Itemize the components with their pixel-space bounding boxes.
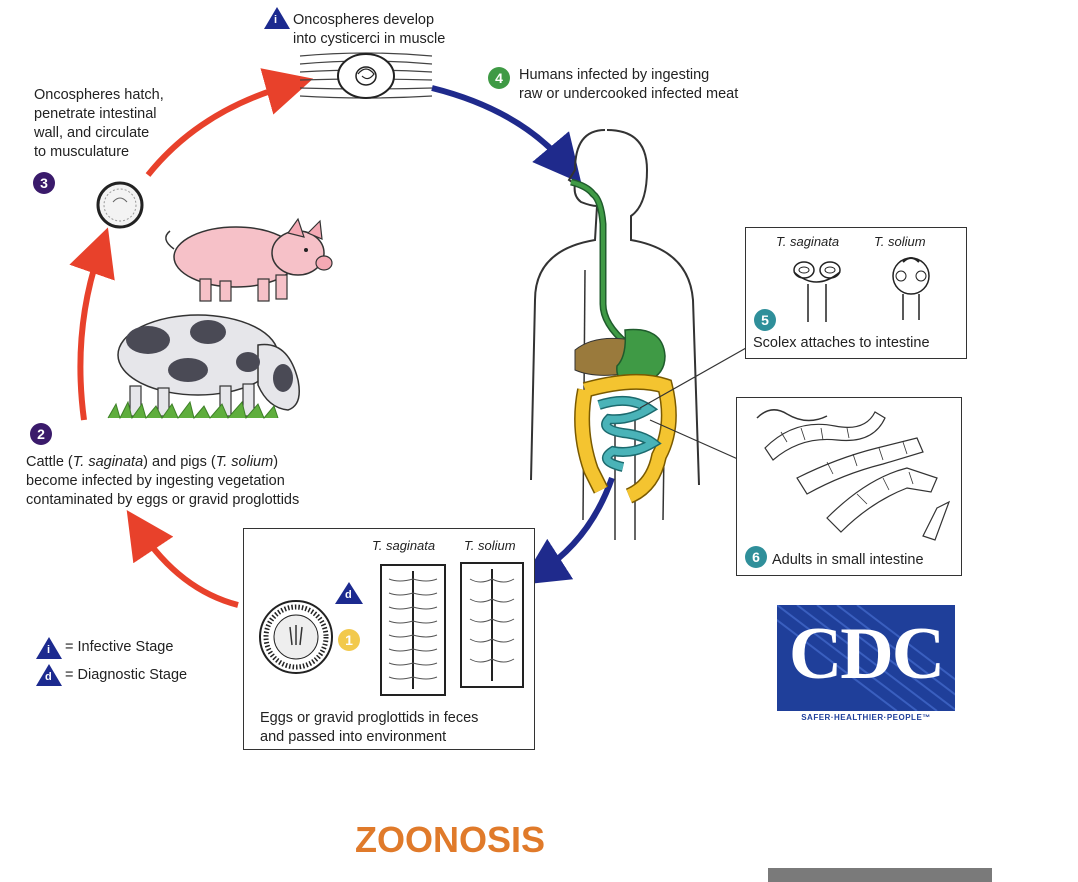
diagnostic-triangle-letter-stage-1: d bbox=[345, 589, 352, 601]
legend-infective-text: = Infective Stage bbox=[65, 639, 174, 655]
stage-5-box: T. saginata T. solium 5 Scolex attaches … bbox=[745, 227, 967, 359]
oncosphere-icon bbox=[96, 181, 144, 229]
scolex-saginata-icon bbox=[793, 261, 841, 322]
cdc-logo-text: CDC bbox=[788, 613, 945, 695]
stage-5-text: Scolex attaches to intestine bbox=[753, 335, 930, 351]
stage-1-badge: 1 bbox=[338, 629, 360, 651]
stage-1-species-a: T. saginata bbox=[372, 538, 436, 553]
cysticercus-in-muscle-icon bbox=[299, 52, 433, 99]
arrow-1-to-2 bbox=[126, 510, 239, 608]
stage-4-text: Humans infected by ingesting raw or unde… bbox=[519, 67, 739, 102]
stage-6-badge: 6 bbox=[745, 546, 767, 568]
pig-icon bbox=[165, 217, 333, 302]
proglottid-saginata-icon bbox=[380, 564, 446, 696]
stage-5-species-a: T. saginata bbox=[776, 234, 840, 249]
page-caption: ZOONOSIS bbox=[354, 819, 546, 860]
proglottid-solium-icon bbox=[460, 562, 524, 688]
stage-5-species-b: T. solium bbox=[874, 234, 926, 249]
cdc-tagline: SAFER·HEALTHIER·PEOPLE™ bbox=[801, 713, 931, 722]
stage-2-badge: 2 bbox=[30, 423, 52, 445]
scolex-solium-icon bbox=[892, 257, 930, 320]
cow-icon bbox=[107, 314, 300, 420]
diagnostic-triangle-icon bbox=[335, 582, 363, 604]
legend-diagnostic-icon bbox=[36, 664, 62, 686]
infective-triangle-icon bbox=[264, 7, 290, 29]
infective-triangle-letter: i bbox=[274, 14, 278, 26]
arrow-i-to-4 bbox=[431, 85, 582, 184]
human-figure-icon bbox=[530, 129, 700, 540]
stage-i-text: Oncospheres develop into cysticerci in m… bbox=[293, 12, 446, 47]
stage-1-box: T. saginata T. solium d 1 Eggs or gravid… bbox=[243, 528, 535, 750]
legend-diagnostic-letter: d bbox=[45, 671, 52, 683]
stage-1-text: Eggs or gravid proglottids in feces and … bbox=[260, 710, 479, 745]
stage-6-box: 6 Adults in small intestine bbox=[736, 397, 962, 576]
stage-1-species-b: T. solium bbox=[464, 538, 516, 553]
arrow-2-to-3 bbox=[69, 227, 115, 421]
legend-diagnostic-text: = Diagnostic Stage bbox=[65, 667, 188, 683]
adult-tapeworm-icon bbox=[756, 409, 951, 541]
legend-infective-icon bbox=[36, 637, 62, 659]
egg-icon bbox=[259, 600, 333, 674]
arrow-human-to-1 bbox=[519, 476, 615, 585]
stage-3-badge: 3 bbox=[33, 172, 55, 194]
stage-4-badge: 4 bbox=[488, 67, 510, 89]
cdc-stripes bbox=[777, 605, 955, 711]
stage-3-text: Oncospheres hatch, penetrate intestinal … bbox=[34, 87, 164, 160]
stage-5-badge: 5 bbox=[754, 309, 776, 331]
stage-6-text: Adults in small intestine bbox=[772, 552, 924, 568]
arrow-3-to-i bbox=[145, 68, 314, 177]
cdc-logo: CDC bbox=[777, 605, 955, 711]
legend-infective-letter: i bbox=[47, 644, 51, 656]
bottom-strip bbox=[768, 868, 992, 882]
stage-2-text: Cattle (T. saginata) and pigs (T. solium… bbox=[26, 454, 300, 508]
